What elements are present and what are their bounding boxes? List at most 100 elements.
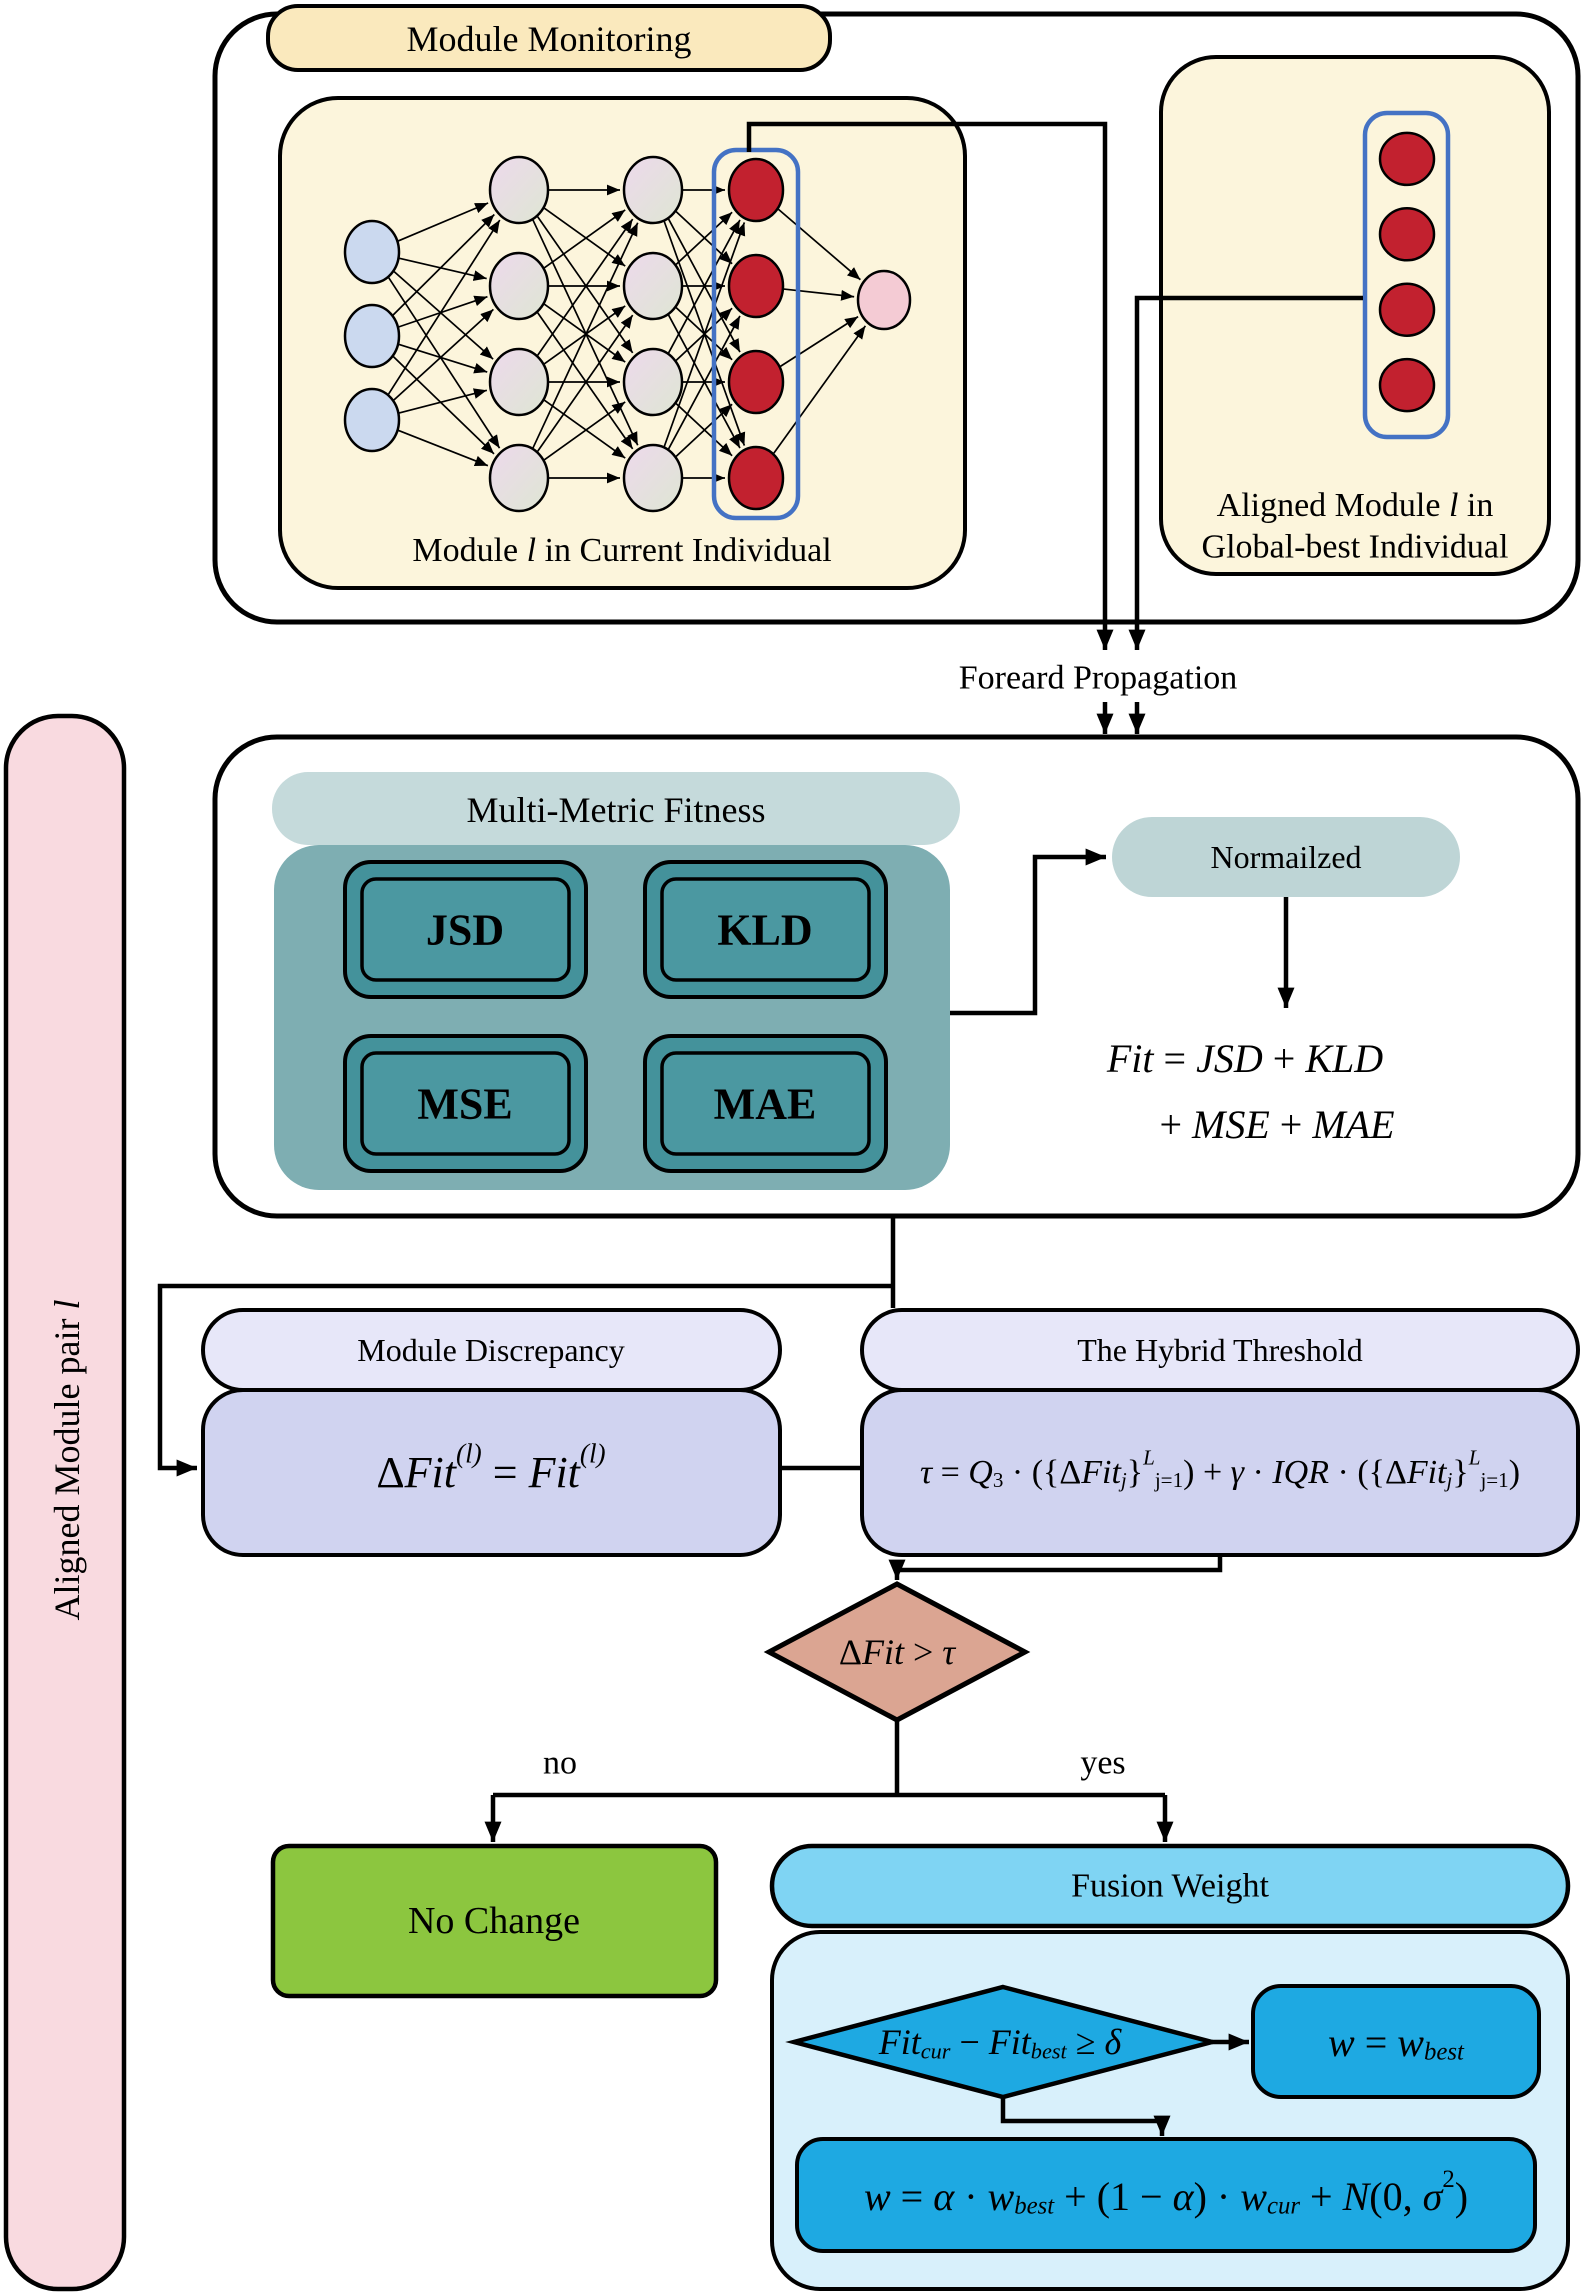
nn-edge: [399, 388, 488, 414]
aligned-module-pair-bar: [3, 713, 127, 2292]
forward-propagation-label: Foreard Propagation: [959, 660, 1238, 697]
nn-edge: [387, 219, 501, 395]
no-change-label: No Change: [408, 1900, 580, 1942]
threshold-title: The Hybrid Threshold: [1077, 1332, 1363, 1368]
nn-node-input: [343, 219, 401, 285]
nn-edge: [398, 429, 489, 467]
nn-node-output: [856, 269, 912, 331]
nn-edge: [536, 312, 634, 450]
fitness-title: Multi-Metric Fitness: [467, 790, 766, 830]
aligned-module-pair-label: Aligned Module pair l: [47, 1300, 87, 1621]
metric-mse-inner: [360, 1051, 571, 1156]
discrepancy-title: Module Discrepancy: [357, 1332, 624, 1368]
aligned-module-nodes: [1378, 131, 1436, 413]
nn-edge: [392, 213, 495, 316]
connector-current-module: [746, 121, 1114, 650]
nn-edge: [777, 208, 861, 281]
nn-edge: [543, 401, 626, 461]
nn-edge: [779, 315, 859, 368]
metric-mae-inner: [660, 1051, 871, 1156]
nn-edge: [783, 288, 855, 301]
fusion-blend-formula: w = α · wbest + (1 − α) · wcur + N(0, σ2…: [864, 2166, 1468, 2219]
fit-formula-line2: + MSE + MAE: [1159, 1102, 1394, 1147]
feed-line-left: [157, 1283, 893, 1477]
metric-jsd-label: JSD: [426, 906, 504, 955]
no-change-box: [270, 1843, 719, 1999]
aligned-module-node: [1378, 282, 1436, 337]
nn-edge: [398, 343, 488, 374]
nn-node-hidden2: [622, 347, 684, 417]
normalized-label: Normailzed: [1210, 839, 1361, 875]
nn-edge: [543, 209, 626, 269]
metric-kld-label: KLD: [717, 906, 812, 955]
metric-kld-inner: [660, 877, 871, 982]
module-monitoring-title: Module Monitoring: [407, 19, 692, 59]
nn-node-module: [727, 349, 785, 415]
nn-edge: [543, 399, 626, 459]
aligned-module-node: [1378, 207, 1436, 262]
nn-edge: [398, 295, 488, 328]
metric-box-mae: MAE: [643, 1034, 888, 1173]
fusion-equal-formula: w = wbest: [1328, 2020, 1465, 2066]
nn-node-input: [343, 387, 401, 453]
nn-edge: [675, 403, 733, 458]
fusion-title: Fusion Weight: [1071, 1868, 1269, 1905]
nn-node-module: [727, 157, 785, 223]
fusion-condition: Fitcur − Fitbest ≥ δ: [878, 2022, 1123, 2063]
nn-node-module: [727, 253, 785, 319]
nn-node-hidden2: [622, 251, 684, 321]
nn-node-hidden1: [488, 443, 550, 513]
nn-node-hidden1: [488, 347, 550, 417]
nn-edge: [536, 314, 634, 452]
metric-box-mse: MSE: [343, 1034, 588, 1173]
global-best-box: [1159, 55, 1551, 576]
nn-edge: [392, 356, 495, 455]
metric-mse-label: MSE: [417, 1080, 512, 1129]
current-module-highlight-rect: [711, 147, 801, 521]
metric-box-kld: KLD: [643, 860, 888, 999]
nn-edge: [399, 257, 487, 281]
fusion-blend-connector: [1000, 2097, 1171, 2137]
aligned-module-node: [1378, 131, 1436, 187]
nn-node-input: [343, 303, 401, 369]
decision-condition: ΔFit > τ: [839, 1632, 956, 1672]
metric-mae-label: MAE: [714, 1080, 817, 1129]
aligned-module-node: [1378, 357, 1436, 413]
connector-aligned-module: [1128, 295, 1363, 650]
discrepancy-formula-box: [201, 1388, 782, 1557]
threshold-formula: τ = Q3 · ({ΔFitj}Lj=1) + γ · IQR · ({ΔFi…: [920, 1446, 1520, 1492]
nn-nodes: [343, 155, 912, 513]
nn-edge: [532, 222, 639, 449]
nn-edge: [675, 211, 733, 266]
nn-node-hidden1: [488, 155, 550, 225]
fusion-equal-box: [1251, 1984, 1541, 2099]
fusion-title-pill: [769, 1843, 1571, 1929]
nn-edge: [397, 202, 489, 242]
fitness-title-pill: [272, 772, 960, 845]
nn-edge: [536, 218, 634, 356]
metric-jsd-inner: [360, 877, 571, 982]
nn-edge: [667, 219, 741, 354]
connector-to-normalized: [950, 848, 1106, 1016]
module-monitoring-badge: [266, 4, 832, 72]
global-best-caption-line1: Aligned Module l in: [1217, 487, 1494, 524]
nn-edge: [536, 216, 634, 354]
connector-threshold-decision: [888, 1555, 1223, 1580]
nn-edge: [663, 222, 746, 447]
metric-box-jsd: JSD: [343, 860, 588, 999]
fusion-blend-box: [795, 2137, 1537, 2253]
nn-edge: [387, 277, 501, 449]
nn-node-module: [727, 445, 785, 511]
discrepancy-formula: ΔFit(l) = Fit(l): [376, 1439, 605, 1497]
nn-edge: [773, 325, 867, 454]
nn-edge: [543, 207, 626, 267]
nn-node-hidden1: [488, 251, 550, 321]
branch-no-label: no: [543, 1745, 577, 1782]
nn-edge: [393, 270, 494, 360]
nn-node-hidden2: [622, 155, 684, 225]
global-best-caption-line2: Global-best Individual: [1202, 529, 1509, 566]
nn-node-hidden2: [622, 443, 684, 513]
nn-edges: [387, 184, 867, 484]
